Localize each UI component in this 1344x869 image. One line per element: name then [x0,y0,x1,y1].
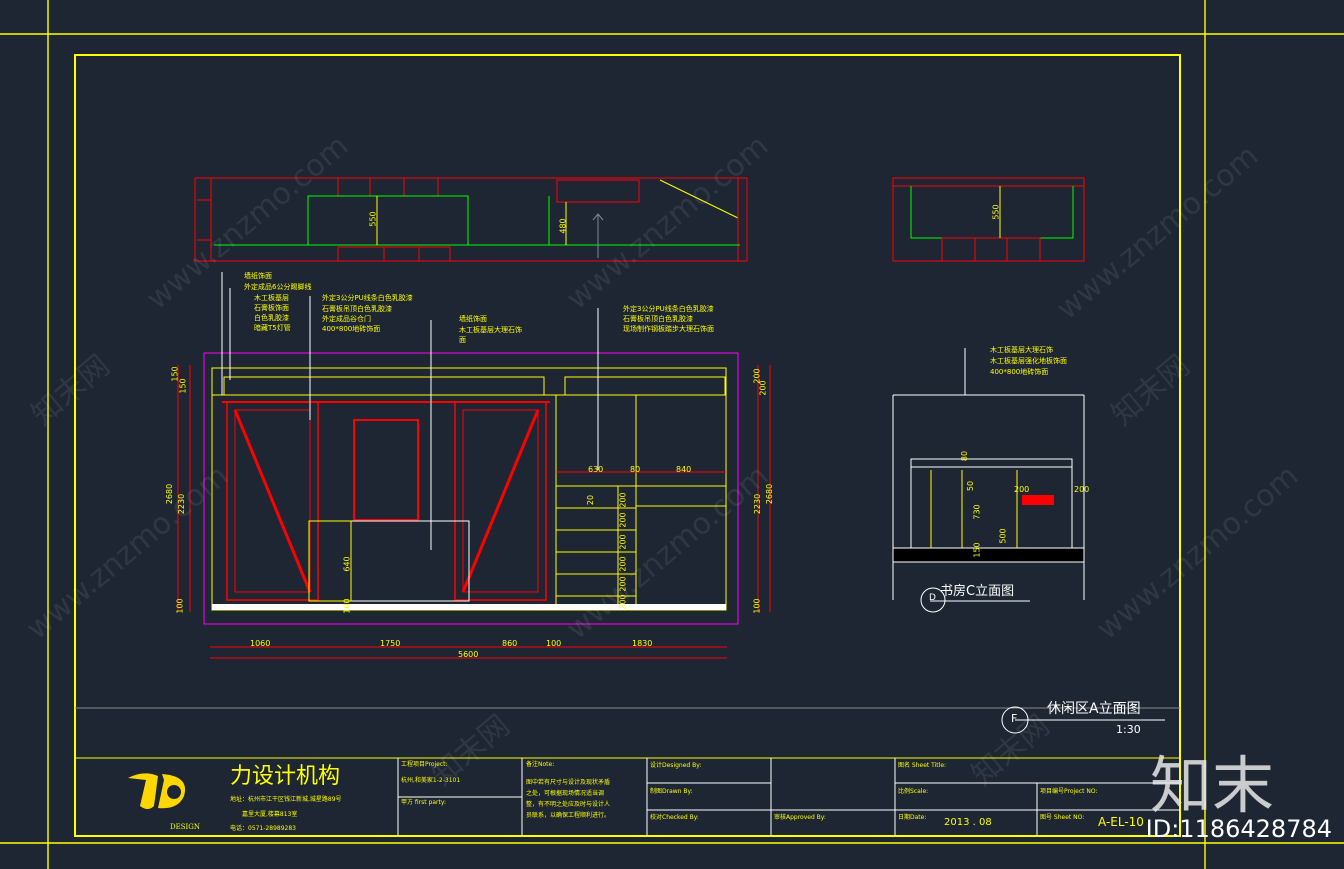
brand-logo: 知末 [1149,749,1274,822]
title-block [74,757,1181,837]
callout: 石膏板饰面 [254,304,289,312]
dim-inner: 200 [618,594,628,610]
callout: 外定成品6公分踢脚线 [244,283,312,291]
dim-inner: 200 [618,576,628,592]
callout: 外定3公分PU线条白色乳胶漆 [623,305,714,313]
elev-c-dim: 730 [972,504,982,520]
dim-right: 200 [758,380,768,396]
dim-inner: 640 [342,556,352,572]
dim-inner: 80 [630,465,641,474]
callout: 400*800地砖饰面 [990,368,1049,376]
elev-a-scale: 1:30 [1116,723,1141,736]
address-line-2: 嘉里大厦,楼幕813室 [242,811,298,818]
elevation-a [177,272,771,659]
elev-c-dim: 150 [972,542,982,558]
address-line-1: 地址：杭州市江干区钱江新城,城星路89号 [230,796,342,803]
dim-inner: 200 [618,492,628,508]
dim-left: 2230 [177,493,187,515]
dim-inner: 20 [586,494,596,506]
note-line: 之处，可根据现场情况适当调 [526,790,605,797]
dim-left: 100 [175,598,185,614]
callout: 墙纸饰面 [459,315,487,323]
elevation-a-marker [1001,706,1165,734]
logo-sub: DESIGN [170,823,200,831]
callout: 白色乳胶漆 [254,314,289,322]
company-name: 力设计机构 [230,764,341,789]
elev-c-marker: D [929,593,936,603]
drawn-label: 制图Drawn By: [650,788,693,795]
callout: 木工板基层大理石饰 [990,346,1053,354]
plan-top [194,177,748,262]
callout: 外定3公分PU线条白色乳胶漆 [322,294,413,302]
phone: 电话：0571-28989283 [230,825,296,832]
dim-bottom: 1830 [632,639,653,648]
checked-label: 校对Checked By: [650,814,699,821]
party-label: 甲方 first party: [401,799,446,806]
callout: 木工板基层大理石饰 [459,326,522,334]
project-label: 工程项目Project: [401,761,448,768]
image-id: ID:1186428784 [1145,815,1332,843]
plan-top-dim: 480 [558,218,568,234]
dim-right: 2230 [753,493,763,515]
elev-a-title: 休闲区A立面图 [1047,701,1141,717]
dim-bottom: 1750 [380,639,401,648]
elev-a-marker: F [1011,712,1018,725]
callout: 墙纸饰面 [244,272,272,280]
dim-inner: 200 [618,534,628,550]
dim-bottom: 860 [502,639,518,648]
designed-label: 设计Designed By: [650,762,702,769]
callout: 面 [459,336,466,344]
elev-c-dim: 200 [1014,485,1030,494]
callout: 石膏板吊顶白色乳胶漆 [623,315,693,323]
callout: 400*800地砖饰面 [322,325,381,333]
dim-inner: 200 [618,556,628,572]
dim-inner: 200 [618,512,628,528]
sheet-no-value: A-EL-10 [1098,815,1144,829]
company-logo [124,766,194,814]
dim-inner: 100 [342,598,352,614]
elevation-c [892,348,1085,613]
elev-c-dim: 500 [998,528,1008,544]
sheet-no-label: 图号 Sheet NO: [1040,814,1085,821]
callout: 现场制作钢板踏步大理石饰面 [623,325,714,333]
plan-right-dim: 550 [991,204,1001,220]
note-line: 图中若有尺寸与设计及现状矛盾 [526,779,611,786]
project-value: 杭州,和美家1-2-3101 [401,777,461,784]
dim-right: 100 [752,598,762,614]
note-line: 整，有不明之处应及时与设计人 [526,801,611,808]
date-label: 日期Date: [898,814,927,821]
elev-c-dim: 50 [966,480,976,492]
approved-label: 审核Approved By: [774,814,826,821]
callout: 外定成品谷仓门 [322,315,371,323]
date-value: 2013 . 08 [944,817,992,828]
dim-inner: 840 [676,465,692,474]
dim-bottom: 1060 [250,639,271,648]
project-no-label: 项目编号Project NO: [1040,788,1098,795]
elev-c-title: 书房C立面图 [940,584,1015,599]
dim-total: 5600 [458,650,479,659]
elev-c-dim: 80 [960,450,970,462]
callout: 木工板基层 [254,294,289,302]
callout: 暗藏T5灯管 [254,324,291,332]
elev-c-dim: 200 [1074,485,1090,494]
plan-right [892,177,1085,262]
plan-top-dim: 550 [368,211,378,227]
callout: 石膏板吊顶白色乳胶漆 [322,305,392,313]
dim-inner: 630 [588,465,604,474]
callout: 木工板基层强化地板饰面 [990,357,1067,365]
note-label: 备注Note: [526,761,555,768]
scale-label: 比例Scale: [898,788,929,795]
sheet-title-label: 图名 Sheet Title: [898,762,947,769]
dim-left: 150 [178,378,188,394]
dim-right: 2680 [765,483,775,505]
dim-bottom: 100 [546,639,562,648]
note-line: 员联系，以确保工程顺利进行。 [526,812,611,819]
dim-left: 2680 [165,483,175,505]
